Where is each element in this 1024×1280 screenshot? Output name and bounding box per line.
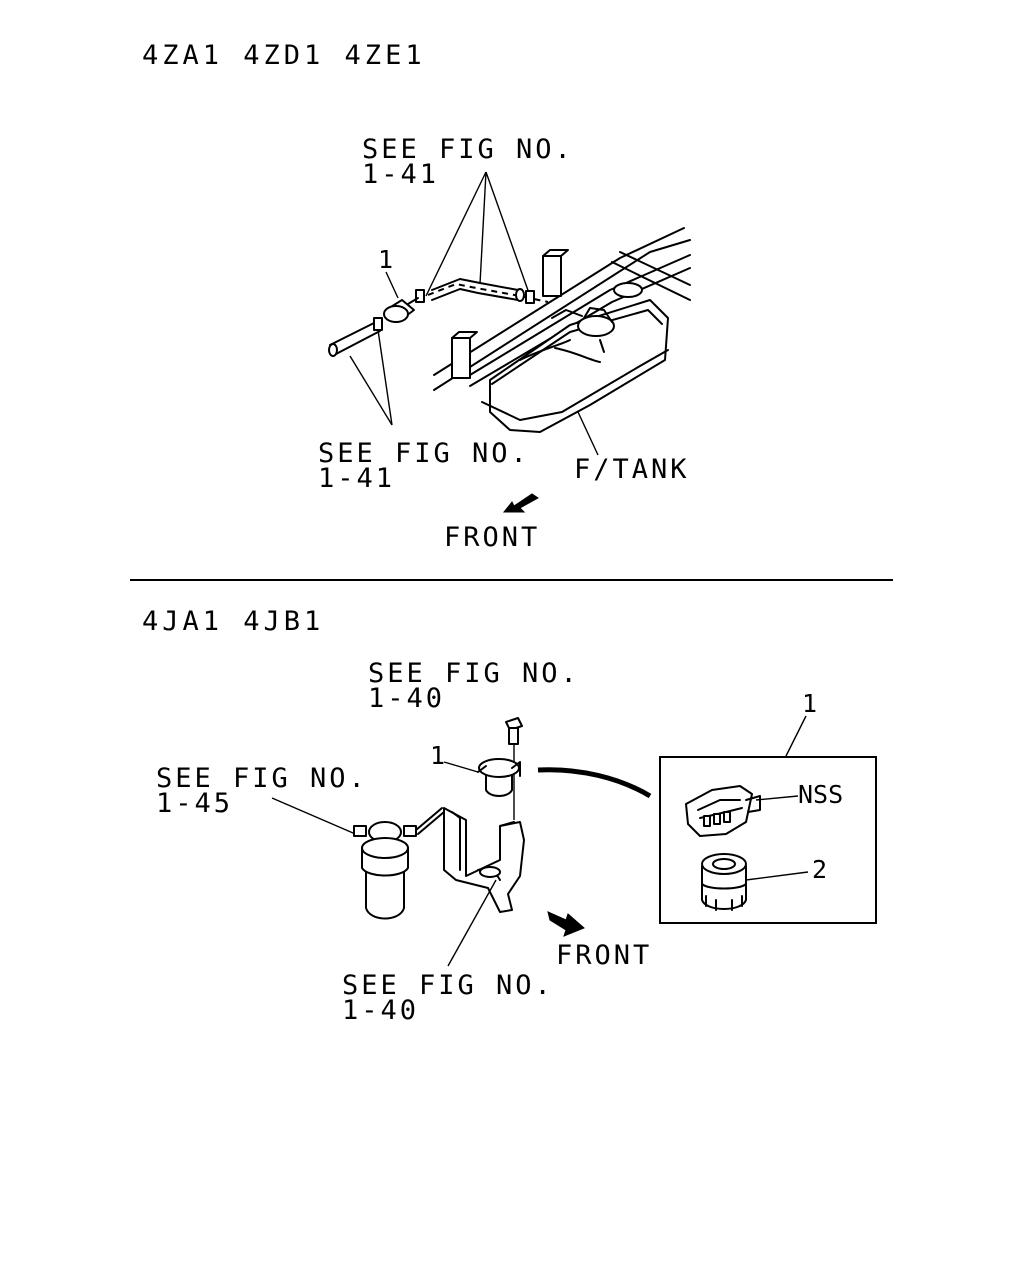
top-lower-hose	[328, 317, 383, 357]
tank-leader-line	[577, 411, 599, 456]
top-engine-codes: 4ZA1 4ZD1 4ZE1	[142, 40, 426, 71]
top-hose-clamp-a	[415, 289, 425, 303]
nss-label: NSS	[798, 780, 843, 809]
element-leader	[745, 871, 809, 881]
top-upper-leaders	[425, 171, 531, 297]
top-hose-clamp-b	[525, 290, 535, 304]
bottom-section: 4JA1 4JB1 SEE FIG NO. 1-40 1	[142, 606, 877, 1026]
water-separator	[353, 807, 445, 920]
bottom-ref-left-line2: 1-45	[156, 788, 233, 819]
bottom-front-label: FRONT	[556, 940, 652, 971]
frame-rails	[433, 227, 691, 391]
top-front-label: FRONT	[444, 522, 540, 553]
bottom-ref-top-line2: 1-40	[368, 683, 445, 714]
fuel-tank	[481, 282, 669, 456]
detail-box: 1 NSS	[659, 689, 877, 924]
top-fuel-filter: 1	[378, 245, 419, 323]
top-ref-lower-line1: SEE FIG NO.	[318, 438, 530, 469]
bottom-engine-codes: 4JA1 4JB1	[142, 606, 324, 637]
nss-leader	[755, 795, 799, 801]
top-ref-upper-line1: SEE FIG NO.	[362, 134, 574, 165]
bottom-ref-bottom-line1: SEE FIG NO.	[342, 970, 554, 1001]
bottom-front-arrow	[547, 911, 585, 937]
bottom-ref-bottom-line2: 1-40	[342, 995, 419, 1026]
tank-label: F/TANK	[574, 454, 690, 485]
top-part-callout: 1	[378, 245, 393, 274]
top-hose-clamp-c	[373, 317, 383, 331]
bottom-ref-left-line1: SEE FIG NO.	[156, 763, 368, 794]
bottom-part-callout: 1	[430, 741, 445, 770]
element-callout: 2	[812, 855, 827, 884]
detail-box-callout: 1	[802, 689, 817, 718]
bottom-filter-head: 1	[430, 741, 521, 797]
left-ref-leader	[271, 797, 361, 837]
bracket-bolt	[505, 717, 523, 820]
top-ref-lower-line2: 1-41	[318, 463, 395, 494]
bottom-ref-top-line1: SEE FIG NO.	[368, 658, 580, 689]
top-lower-leaders	[349, 329, 393, 426]
bottom-ref-leader	[447, 879, 497, 967]
mounting-bracket	[443, 807, 525, 913]
top-section: 4ZA1 4ZD1 4ZE1 SEE FIG NO. 1-41	[142, 40, 691, 553]
filter-element	[701, 853, 747, 911]
top-fuel-lines	[415, 278, 549, 304]
top-front-arrow	[502, 493, 539, 513]
nss-filter-head	[685, 785, 761, 837]
detail-connector	[537, 767, 652, 799]
top-ref-upper-line2: 1-41	[362, 159, 439, 190]
